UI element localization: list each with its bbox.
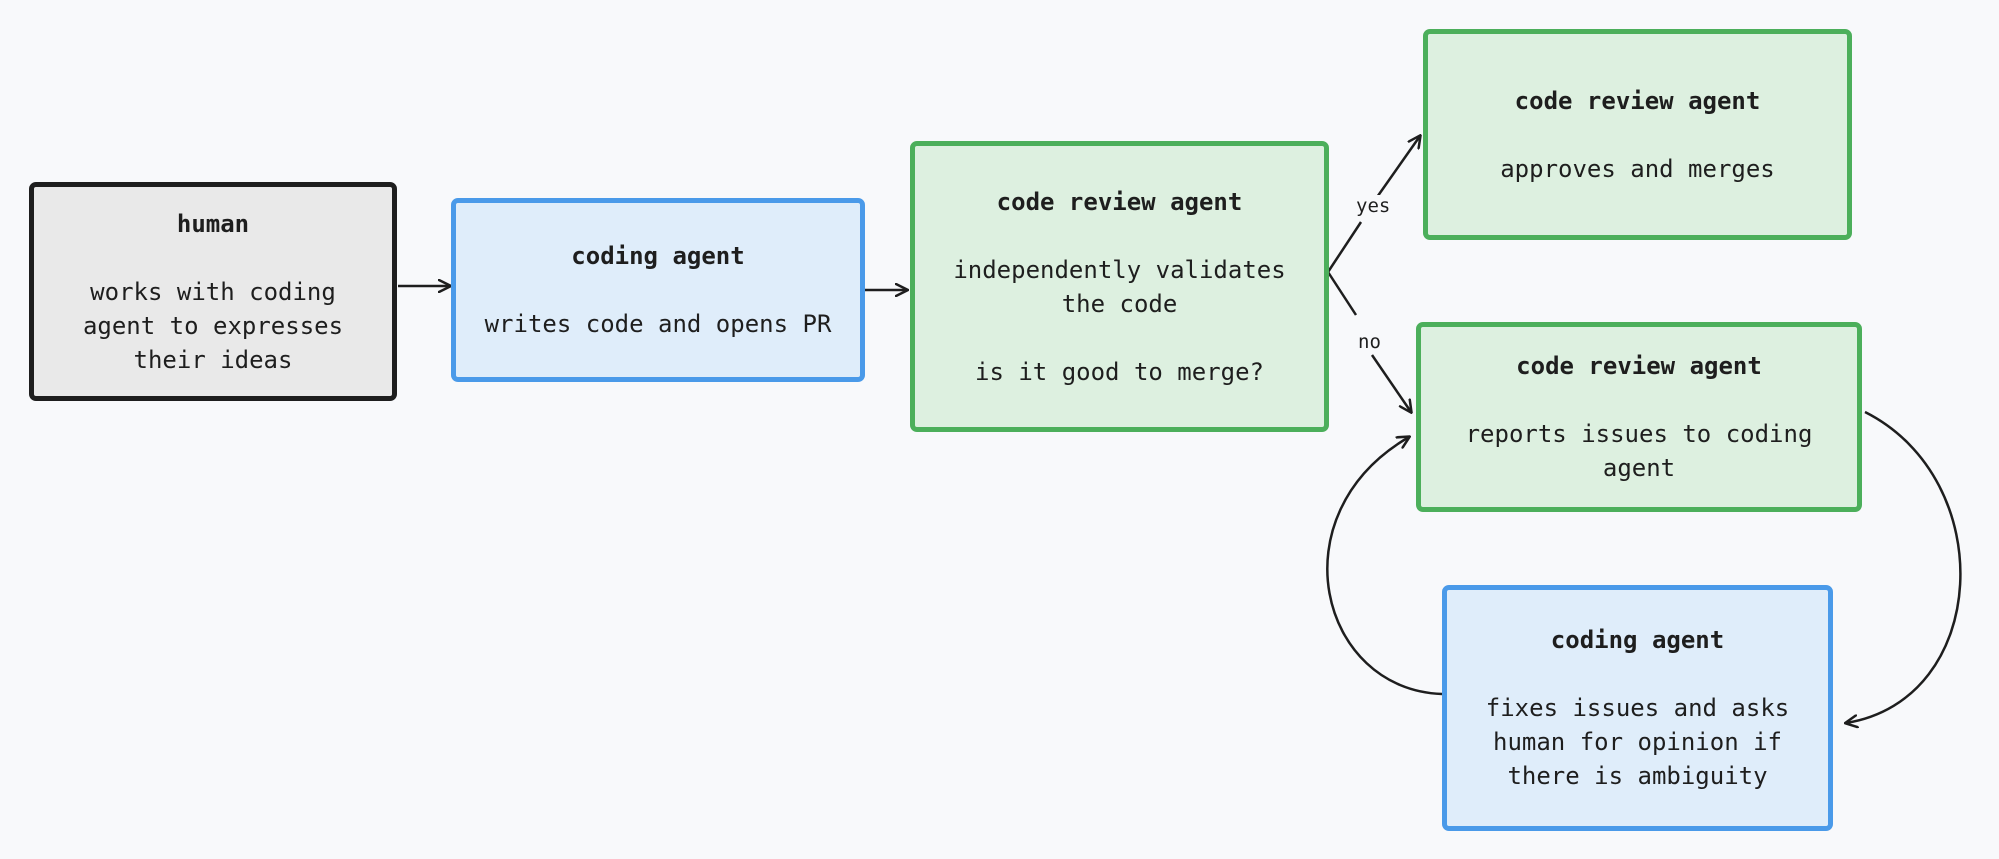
arrow-review-no-to-report xyxy=(1326,271,1411,412)
review-report-node-title: code review agent xyxy=(1516,352,1762,380)
coding-fix-node: coding agent fixes issues and asks human… xyxy=(1442,585,1833,831)
yes-edge-label: yes xyxy=(1354,195,1393,217)
review-agent-node-description: independently validates the code xyxy=(953,255,1286,318)
coding-fix-node-title: coding agent xyxy=(1550,626,1725,654)
review-agent-node: code review agent independently validate… xyxy=(910,141,1329,432)
human-node-description: works with coding agent to expresses the… xyxy=(82,277,344,374)
no-edge-label: no xyxy=(1356,331,1383,353)
review-report-node: code review agent reports issues to codi… xyxy=(1416,322,1862,512)
review-approve-node: code review agent approves and merges xyxy=(1423,29,1852,240)
arrow-review-yes-to-approve xyxy=(1326,136,1420,273)
human-node-title: human xyxy=(176,209,250,238)
review-agent-node-title: code review agent xyxy=(996,187,1243,216)
review-approve-node-title: code review agent xyxy=(1514,86,1761,115)
arrow-coding-fix-to-report xyxy=(1326,437,1443,696)
coding-agent-node: coding agent writes code and opens PR xyxy=(451,198,865,382)
coding-agent-node-title: coding agent xyxy=(571,242,745,270)
coding-fix-node-description: fixes issues and asks human for opinion … xyxy=(1485,694,1790,790)
review-approve-node-description: approves and merges xyxy=(1500,154,1775,183)
review-agent-node-question: is it good to merge? xyxy=(975,357,1264,386)
human-node: human works with coding agent to express… xyxy=(29,182,397,401)
coding-agent-node-description: writes code and opens PR xyxy=(484,310,832,338)
review-report-node-description: reports issues to coding agent xyxy=(1465,420,1813,482)
arrow-report-to-coding-fix xyxy=(1846,410,1962,723)
